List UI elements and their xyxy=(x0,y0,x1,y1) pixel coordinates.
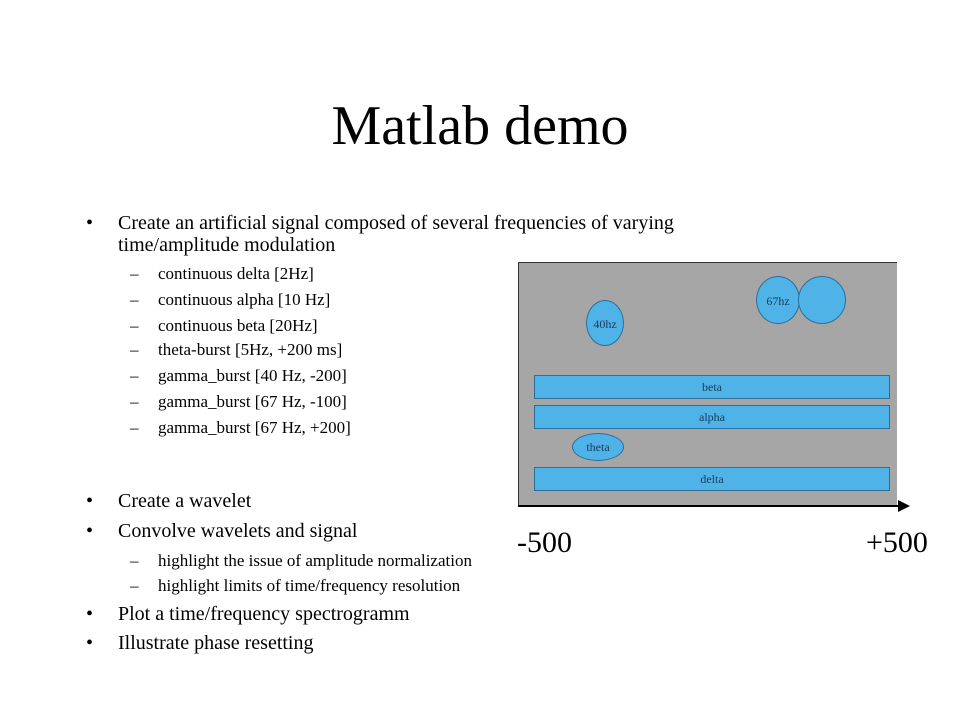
gamma-67hz-burst-second xyxy=(798,276,846,324)
dash-glyph: – xyxy=(130,551,139,570)
bullet-text: Create an artificial signal composed of … xyxy=(118,212,674,234)
axis-label-left: -500 xyxy=(517,526,572,559)
sub-item: – gamma_burst [67 Hz, +200] xyxy=(130,418,351,438)
bullet-text: Convolve wavelets and signal xyxy=(118,520,358,542)
dash-glyph: – xyxy=(130,290,139,309)
gamma-67hz-burst: 67hz xyxy=(756,276,800,324)
bullet-text: Illustrate phase resetting xyxy=(118,632,314,654)
dash-glyph: – xyxy=(130,316,139,335)
bullet-item-continued: time/amplitude modulation xyxy=(118,234,335,256)
alpha-band: alpha xyxy=(534,405,890,429)
bullet-item: • Plot a time/frequency spectrogramm xyxy=(86,603,410,625)
sub-item-text: continuous delta [2Hz] xyxy=(158,264,314,283)
bullet-glyph: • xyxy=(86,632,94,654)
beta-band: beta xyxy=(534,375,890,399)
sub-item-text: theta-burst [5Hz, +200 ms] xyxy=(158,340,343,359)
axis-label-right: +500 xyxy=(866,526,928,559)
sub-item: – continuous delta [2Hz] xyxy=(130,264,314,284)
bullet-text: Plot a time/frequency spectrogramm xyxy=(118,603,410,625)
sub-item-text: gamma_burst [40 Hz, -200] xyxy=(158,366,347,385)
bullet-glyph: • xyxy=(86,212,94,234)
arrow-right-icon xyxy=(898,500,910,512)
bullet-glyph: • xyxy=(86,520,94,542)
sub-item: – continuous alpha [10 Hz] xyxy=(130,290,331,310)
bullet-item: • Convolve wavelets and signal xyxy=(86,520,358,542)
theta-burst: theta xyxy=(572,433,624,461)
sub-item-text: continuous beta [20Hz] xyxy=(158,316,318,335)
delta-band: delta xyxy=(534,467,890,491)
sub-item: – theta-burst [5Hz, +200 ms] xyxy=(130,340,343,360)
bullet-item: • Create an artificial signal composed o… xyxy=(86,212,674,234)
sub-item-text: highlight limits of time/frequency resol… xyxy=(158,576,461,595)
dash-glyph: – xyxy=(130,264,139,283)
sub-item-text: highlight the issue of amplitude normali… xyxy=(158,551,472,570)
time-axis xyxy=(518,505,900,507)
bullet-text: time/amplitude modulation xyxy=(118,234,336,256)
bullet-text: Create a wavelet xyxy=(118,490,252,512)
sub-item: – highlight the issue of amplitude norma… xyxy=(130,551,472,571)
page-title: Matlab demo xyxy=(331,95,629,157)
dash-glyph: – xyxy=(130,576,139,595)
sub-item-text: continuous alpha [10 Hz] xyxy=(158,290,331,309)
bullet-item: • Illustrate phase resetting xyxy=(86,632,314,654)
bullet-glyph: • xyxy=(86,490,94,512)
sub-item: – gamma_burst [67 Hz, -100] xyxy=(130,392,347,412)
sub-item-text: gamma_burst [67 Hz, +200] xyxy=(158,418,351,437)
dash-glyph: – xyxy=(130,366,139,385)
sub-item: – highlight limits of time/frequency res… xyxy=(130,576,461,596)
signal-diagram: 67hz 40hz beta alpha theta delta xyxy=(518,262,897,507)
sub-item: – gamma_burst [40 Hz, -200] xyxy=(130,366,347,386)
dash-glyph: – xyxy=(130,392,139,411)
dash-glyph: – xyxy=(130,340,139,359)
sub-item: – continuous beta [20Hz] xyxy=(130,316,318,336)
sub-item-text: gamma_burst [67 Hz, -100] xyxy=(158,392,347,411)
dash-glyph: – xyxy=(130,418,139,437)
bullet-glyph: • xyxy=(86,603,94,625)
bullet-item: • Create a wavelet xyxy=(86,490,252,512)
gamma-40hz-burst: 40hz xyxy=(586,300,624,346)
